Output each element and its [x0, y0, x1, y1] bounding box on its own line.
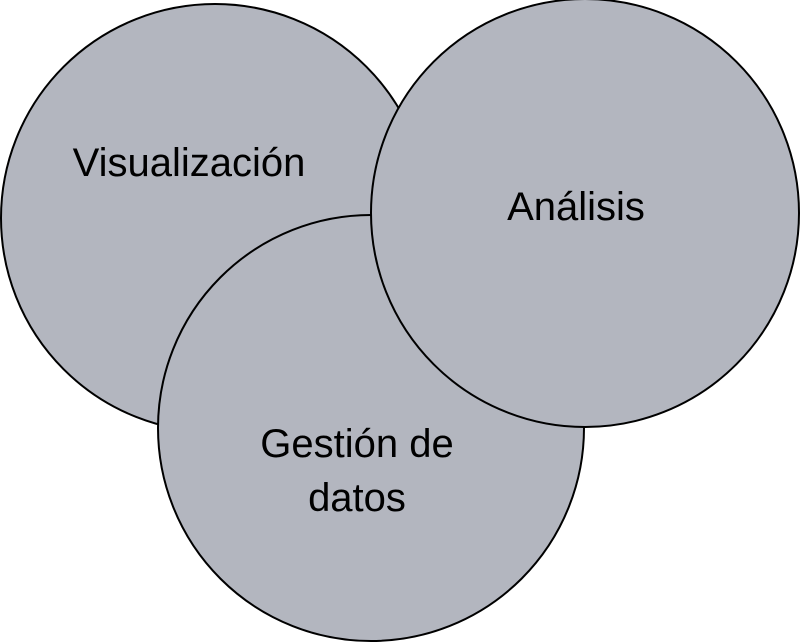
circle-analisis [370, 0, 800, 428]
label-gestion-line2: datos [308, 476, 406, 520]
label-analisis: Análisis [507, 185, 645, 229]
label-visualizacion: Visualización [73, 141, 306, 185]
label-gestion-line1: Gestión de [260, 422, 453, 466]
